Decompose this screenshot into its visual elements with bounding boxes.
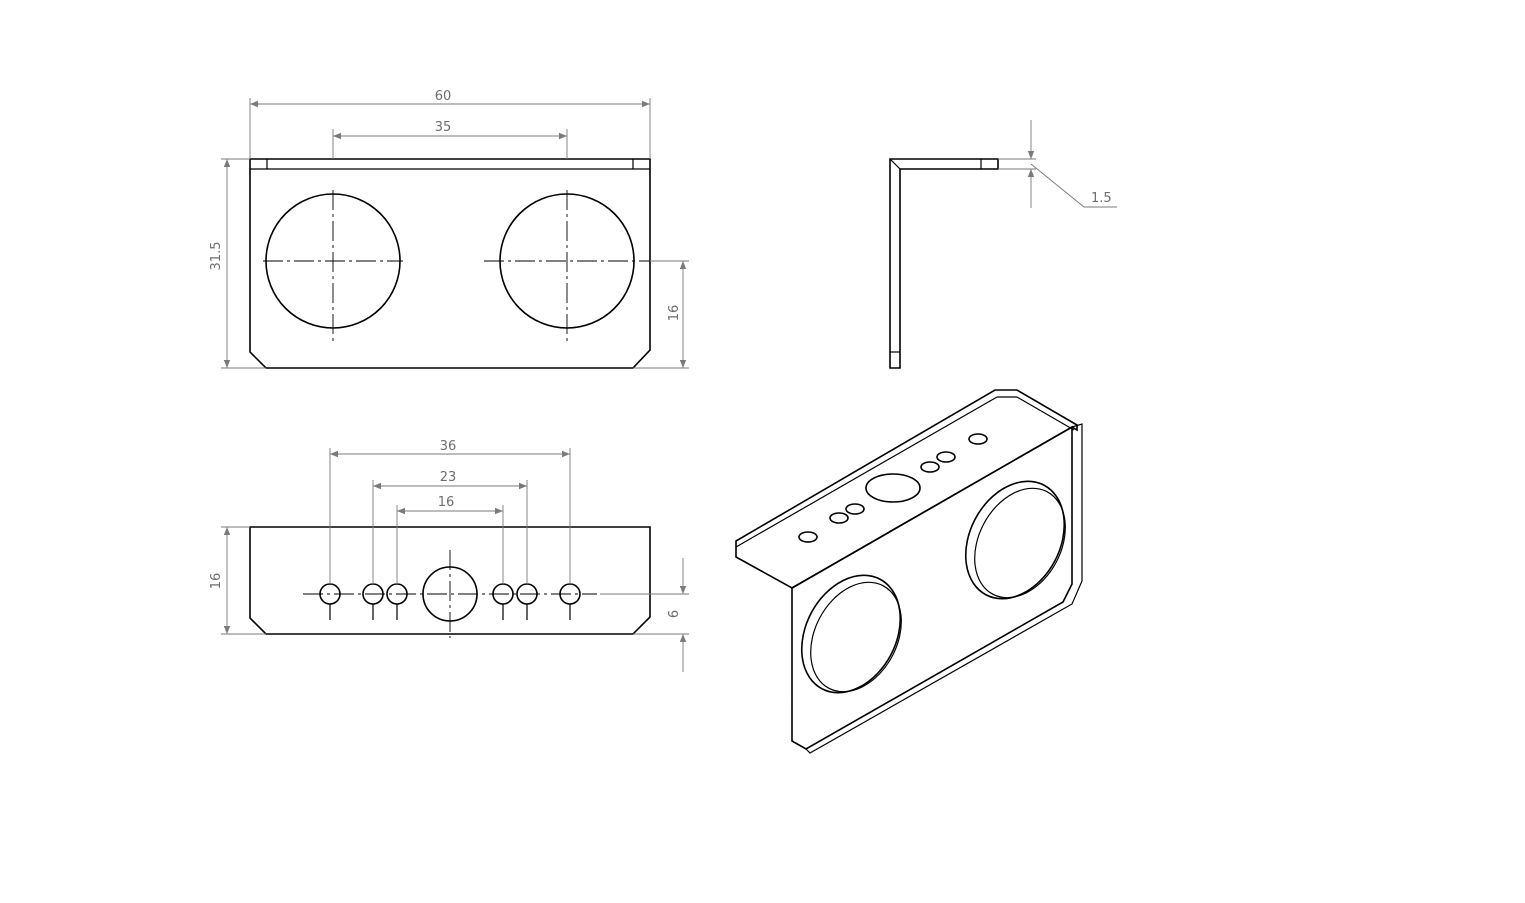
dim-leader-1-5 bbox=[1030, 163, 1117, 208]
dim-text-31-5: 31.5 bbox=[209, 242, 224, 271]
top-hole-center bbox=[422, 566, 478, 622]
front-view bbox=[249, 158, 651, 369]
dim-text-16-top: 16 bbox=[438, 495, 455, 510]
iso-front-hole-right bbox=[964, 480, 1066, 600]
iso-top-hole-center bbox=[865, 473, 921, 503]
iso-top-hole-3 bbox=[845, 503, 865, 515]
iso-front-hole-left-inner bbox=[810, 581, 902, 693]
side-view-dimensions: 1.5 bbox=[998, 120, 1117, 208]
iso-top-flange-front-edge bbox=[735, 396, 998, 548]
dim-text-16-depth: 16 bbox=[209, 573, 224, 590]
iso-top-hole-5 bbox=[936, 451, 956, 463]
iso-top-hole-6 bbox=[968, 433, 988, 445]
iso-top-hole-2 bbox=[829, 512, 849, 524]
iso-front-plate bbox=[791, 425, 1073, 750]
side-view bbox=[889, 158, 999, 369]
isometric-view bbox=[735, 389, 1083, 754]
iso-front-hole-right-inner bbox=[974, 487, 1066, 599]
dim-text-16-front: 16 bbox=[667, 305, 682, 322]
iso-front-plate-thickness bbox=[805, 423, 1083, 754]
front-view-dimensions: 60 35 31.5 16 bbox=[209, 89, 689, 369]
dim-text-60: 60 bbox=[435, 89, 452, 104]
iso-top-hole-1 bbox=[798, 531, 818, 543]
dim-text-35: 35 bbox=[435, 120, 452, 135]
iso-top-hole-4 bbox=[920, 461, 940, 473]
top-view-dimensions: 36 23 16 16 6 bbox=[209, 439, 689, 672]
front-view-outline bbox=[249, 158, 651, 369]
iso-front-hole-left bbox=[800, 574, 902, 694]
iso-top-flange bbox=[735, 389, 1078, 589]
side-view-bend-line bbox=[889, 158, 901, 170]
dim-text-23: 23 bbox=[440, 470, 457, 485]
side-view-profile bbox=[889, 158, 999, 369]
dim-text-36: 36 bbox=[440, 439, 457, 454]
top-view bbox=[249, 526, 651, 638]
dim-text-6: 6 bbox=[667, 610, 682, 618]
dim-text-1-5: 1.5 bbox=[1091, 191, 1112, 206]
